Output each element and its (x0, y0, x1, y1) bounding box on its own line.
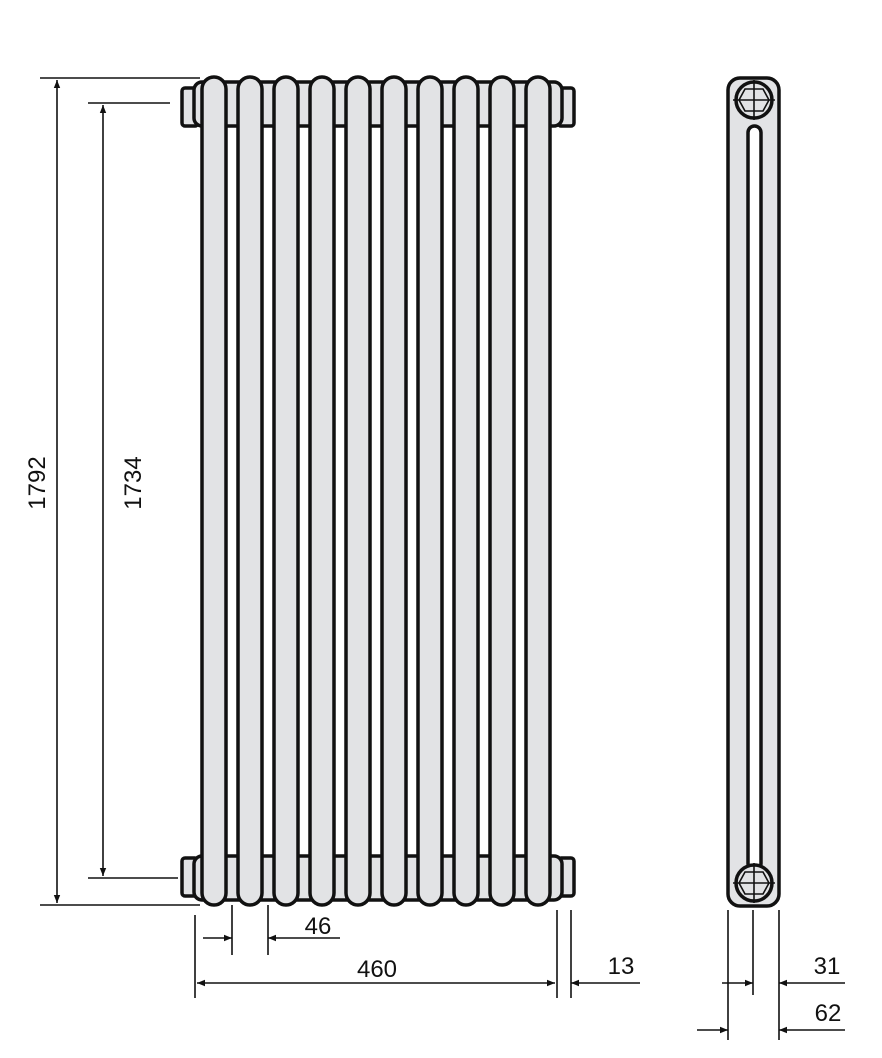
overall-height-label: 1792 (24, 456, 51, 509)
radiator-column (236, 75, 264, 907)
connection-centers-label: 1734 (120, 456, 147, 509)
section-pitch-label: 46 (305, 913, 332, 940)
radiator-column (524, 75, 552, 907)
side-slot (746, 124, 763, 872)
front-view (180, 75, 576, 907)
overall-width-label: 460 (357, 956, 397, 983)
radiator-column (380, 75, 408, 907)
overall-depth-label: 62 (815, 1000, 842, 1027)
radiator-column (272, 75, 300, 907)
radiator-column (200, 75, 228, 907)
connection-depth-label: 31 (814, 953, 841, 980)
connection-bottom-icon (733, 863, 775, 903)
radiator-column (416, 75, 444, 907)
radiator-column (344, 75, 372, 907)
radiator-column (488, 75, 516, 907)
end-plug-label: 13 (608, 953, 635, 980)
dimension-lines (40, 77, 845, 1040)
side-view (726, 76, 781, 908)
radiator-column (452, 75, 480, 907)
radiator-column (308, 75, 336, 907)
connection-top-icon (733, 80, 775, 120)
